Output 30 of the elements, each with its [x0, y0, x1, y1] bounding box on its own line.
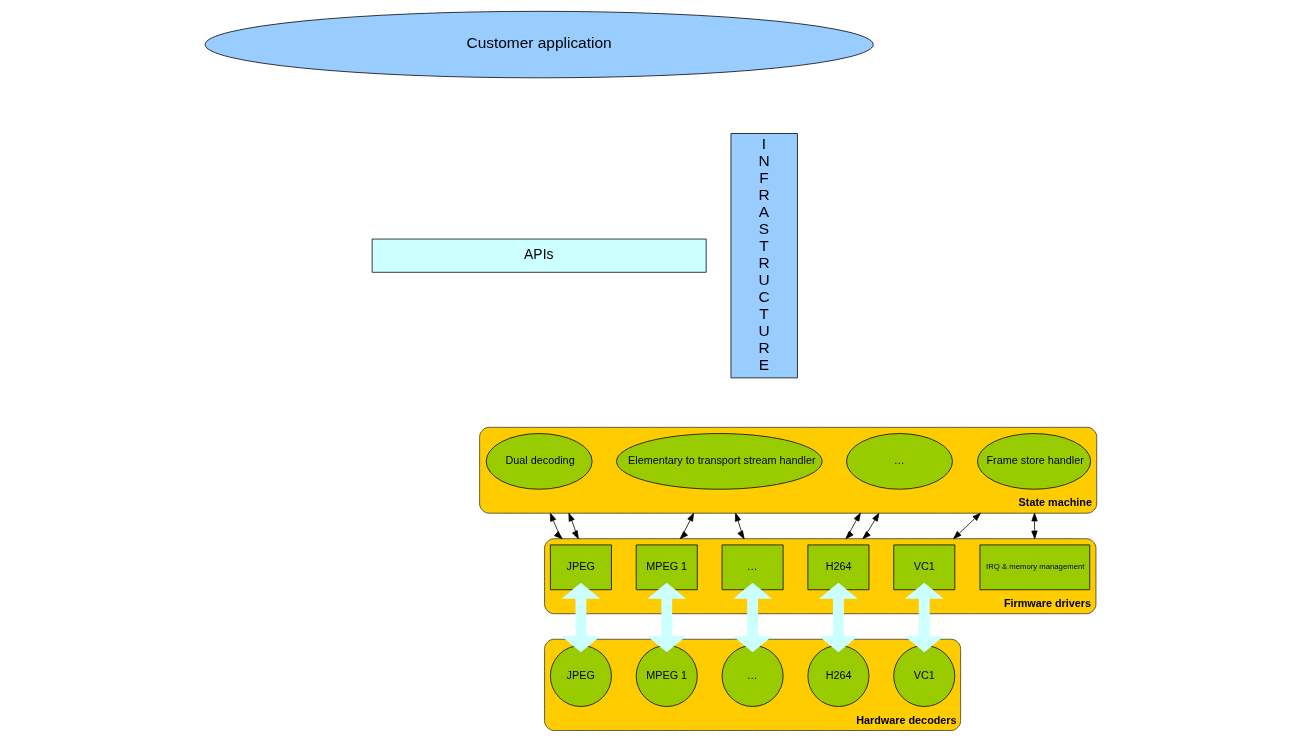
arrow: [646, 582, 686, 653]
node-ellipse: Dual decoding: [485, 433, 593, 490]
node-box: IRQ & memory management: [979, 544, 1090, 591]
arrow: [679, 512, 694, 540]
node-circle: MPEG 1: [635, 645, 698, 707]
node-box: VC1: [892, 544, 955, 591]
arrow: [560, 582, 600, 653]
node-box: APIs: [371, 238, 707, 273]
node-circle: …: [721, 645, 784, 707]
node-box: H264: [807, 544, 869, 591]
node-ellipse: Elementary to transport stream handler: [615, 433, 823, 490]
arrow: [567, 512, 579, 540]
arrow: [818, 582, 858, 653]
node-box: …: [721, 544, 784, 591]
arrow: [861, 512, 879, 540]
node-ellipse: Customer application: [204, 10, 874, 79]
arrow: [952, 512, 981, 540]
node-ellipse: …: [845, 433, 953, 490]
arrow: [904, 582, 944, 653]
node-box: INFRASTRUCTURE: [730, 133, 798, 379]
arrow: [732, 582, 772, 653]
node-ellipse: Frame store handler: [976, 433, 1091, 490]
arrow: [549, 512, 563, 540]
node-box: JPEG: [549, 544, 612, 591]
node-circle: JPEG: [549, 645, 612, 707]
node-circle: H264: [807, 645, 869, 707]
arrow: [734, 512, 744, 540]
arrow: [844, 512, 861, 540]
node-circle: VC1: [892, 645, 955, 707]
node-box: MPEG 1: [635, 544, 698, 591]
